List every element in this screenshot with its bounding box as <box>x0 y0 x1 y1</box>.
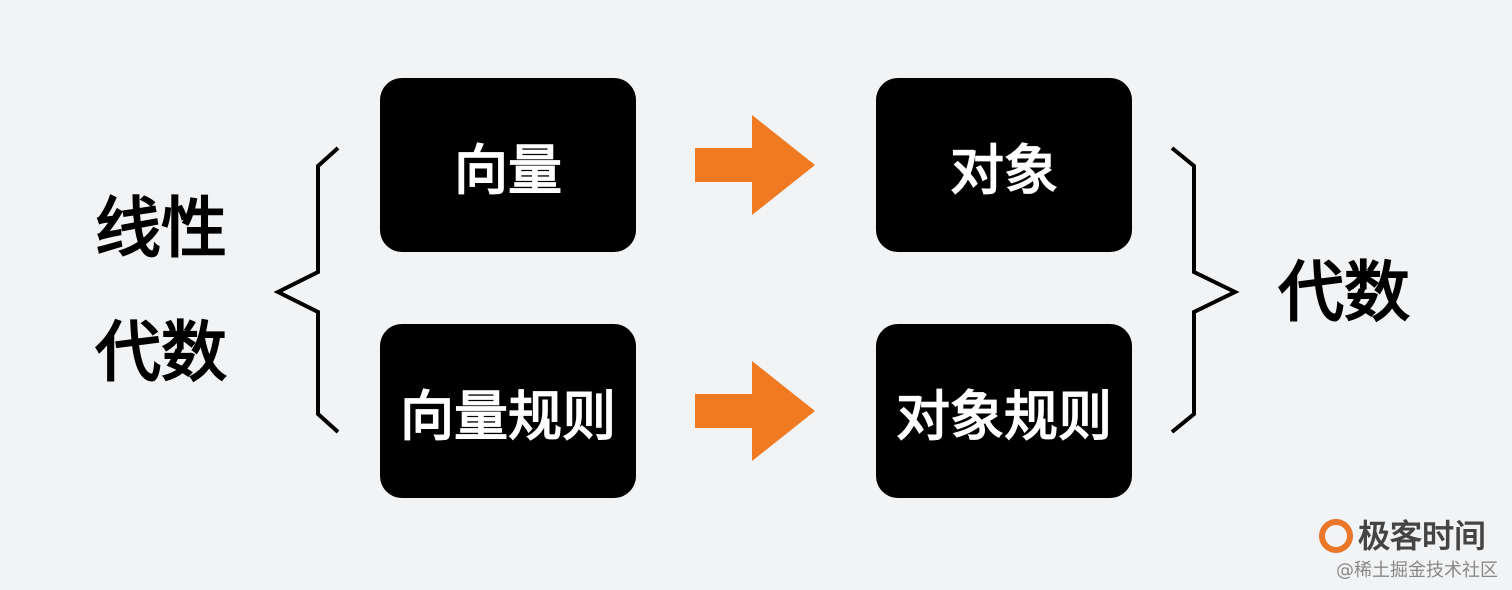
box-vector-rules: 向量规则 <box>380 324 636 498</box>
watermark-sub: @稀土掘金技术社区 <box>1336 560 1498 581</box>
right-brace <box>1170 146 1240 434</box>
left-label-line1: 线性 <box>95 190 227 267</box>
watermark: 极客时间 <box>1358 518 1486 554</box>
box-vector: 向量 <box>380 78 636 252</box>
right-label: 代数 <box>1278 254 1410 331</box>
left-brace <box>273 146 340 434</box>
watermark-logo-icon <box>1319 519 1353 553</box>
arrow-top <box>695 115 815 215</box>
left-label-line2: 代数 <box>95 314 227 391</box>
box-object: 对象 <box>876 78 1132 252</box>
arrow-bottom <box>695 361 815 461</box>
watermark-brand: 极客时间 <box>1358 517 1487 555</box>
box-object-rules: 对象规则 <box>876 324 1132 498</box>
